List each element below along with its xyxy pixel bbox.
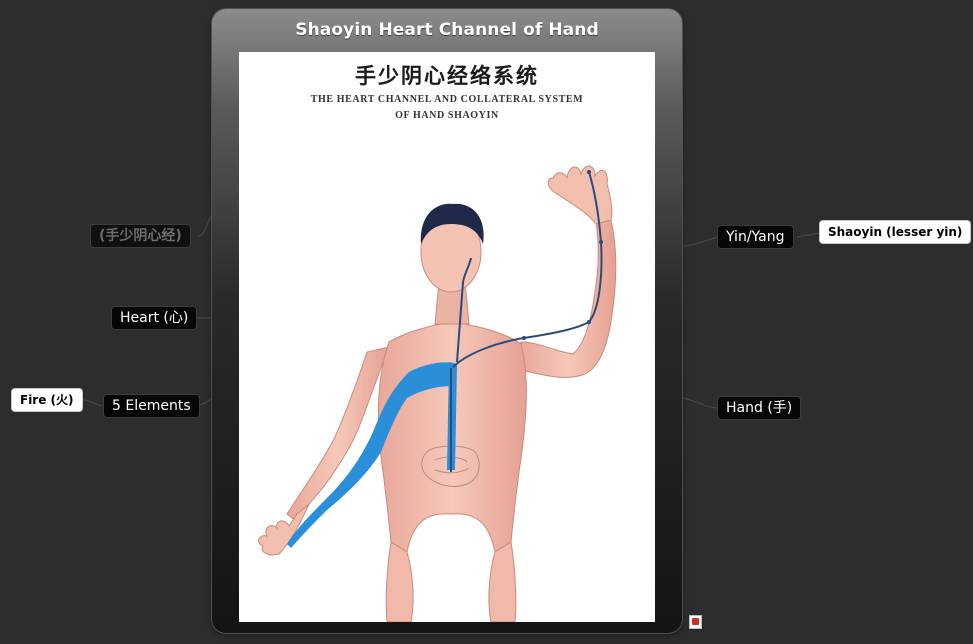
topic-heart[interactable]: Heart (心)	[112, 307, 197, 329]
topic-yin-yang[interactable]: Yin/Yang	[718, 226, 793, 248]
subtopic-fire[interactable]: Fire (火)	[12, 389, 82, 411]
central-topic[interactable]: Shaoyin Heart Channel of Hand	[212, 9, 682, 633]
subtopic-shaoyin[interactable]: Shaoyin (lesser yin)	[820, 221, 971, 243]
heart-channel-figure	[258, 165, 617, 622]
poster-title-chinese: 手少阴心经络系统	[355, 64, 539, 88]
document-attachment-icon[interactable]	[689, 615, 702, 629]
topic-5-elements[interactable]: 5 Elements	[104, 395, 199, 417]
poster-title-english-line1: THE HEART CHANNEL AND COLLATERAL SYSTEM	[310, 94, 584, 105]
central-topic-title: Shaoyin Heart Channel of Hand	[295, 20, 599, 40]
meridian-poster-image: 手少阴心经络系统 THE HEART CHANNEL AND COLLATERA…	[239, 52, 655, 622]
poster-title-english-line2: OF HAND SHAOYIN	[395, 110, 499, 121]
poster-title-english: THE HEART CHANNEL AND COLLATERAL SYSTEM …	[239, 92, 655, 124]
topic-hand[interactable]: Hand (手)	[718, 397, 801, 419]
topic-chinese-name[interactable]: (手少阴心经)	[91, 225, 190, 247]
